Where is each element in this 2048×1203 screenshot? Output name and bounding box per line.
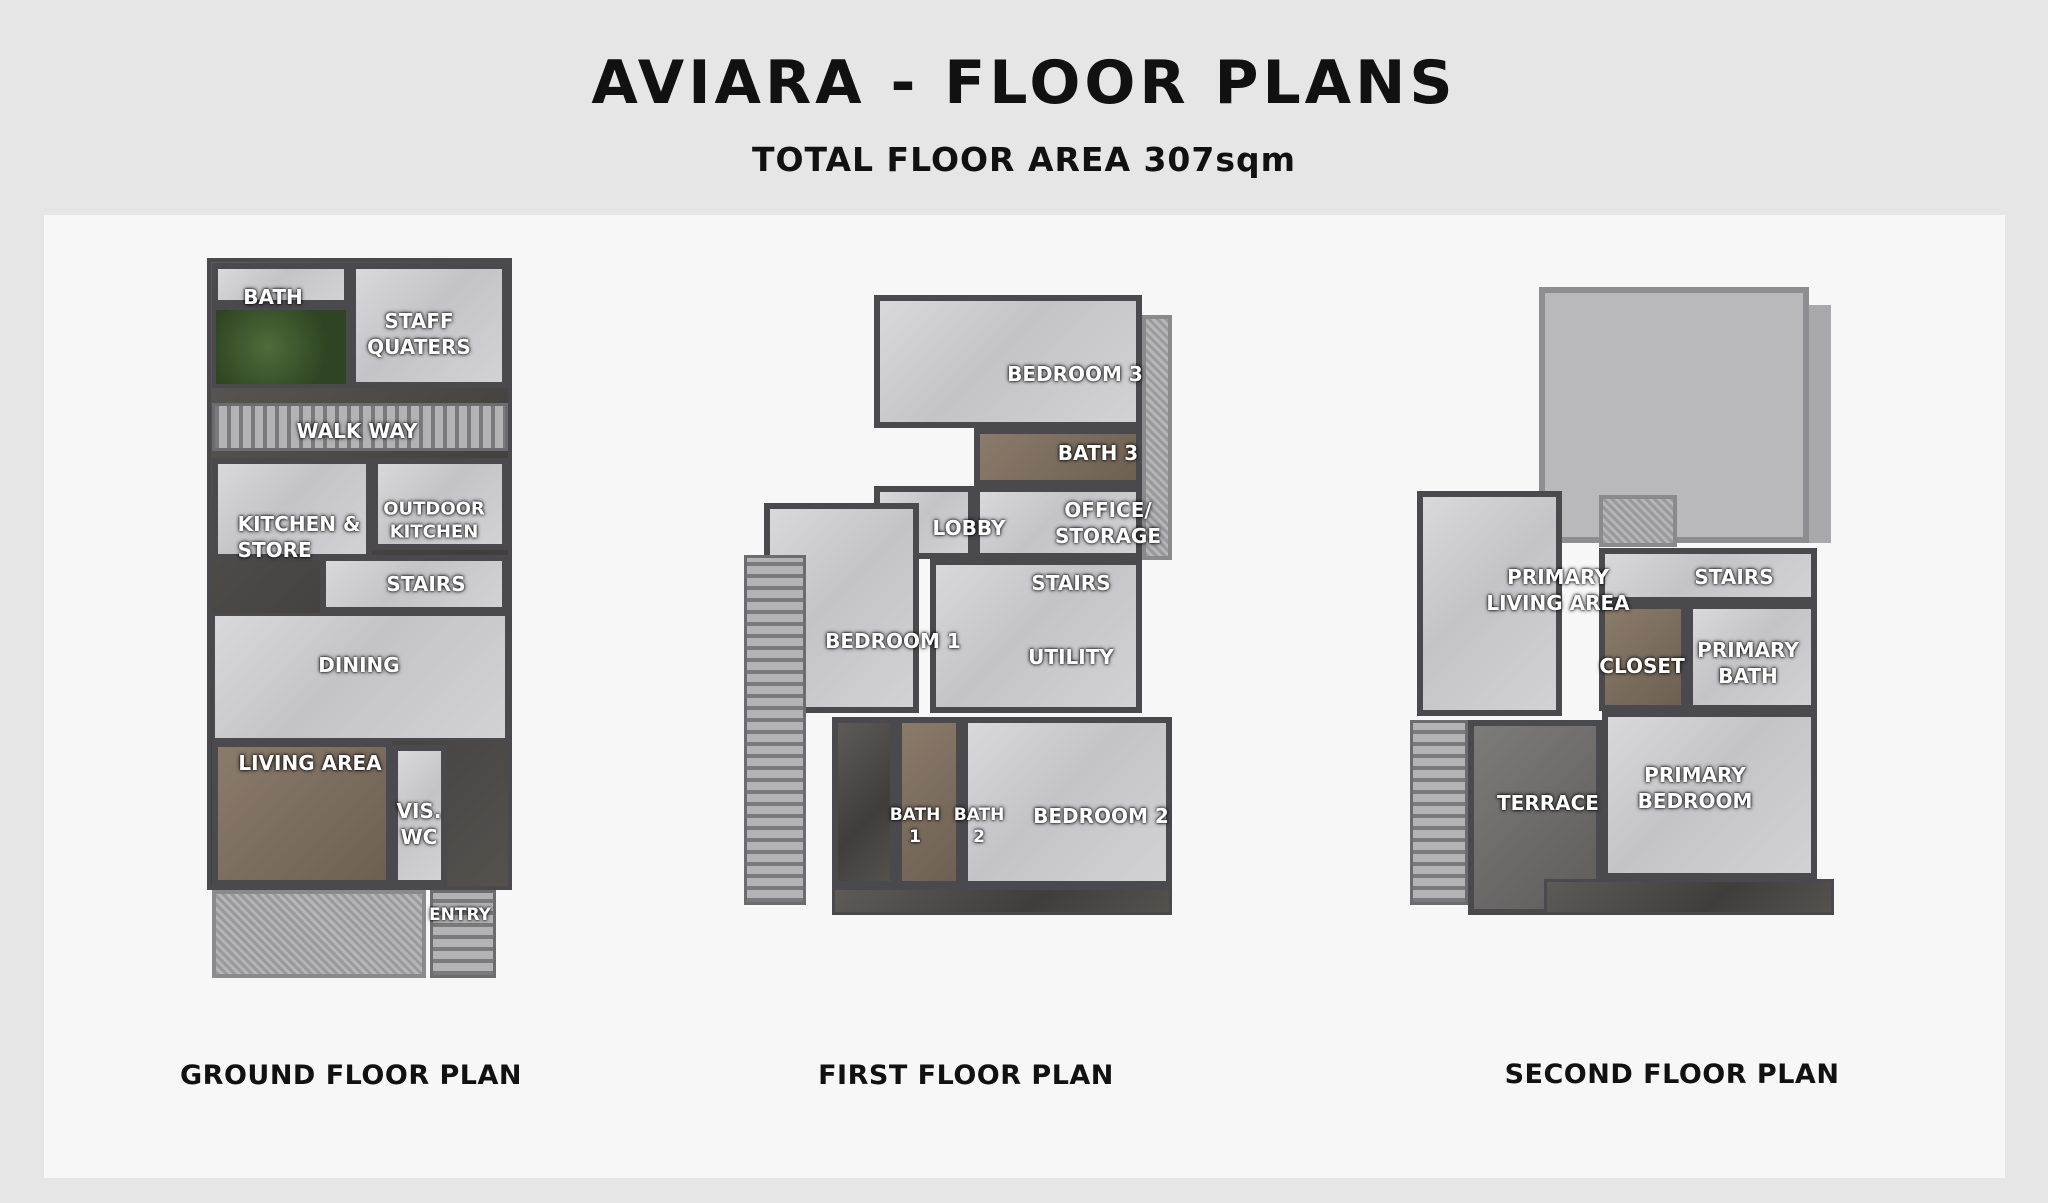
label-stairs-first: STAIRS	[1031, 571, 1111, 595]
roof-slab-shadow	[1809, 305, 1831, 543]
label-bath-2: BATH 2	[953, 804, 1005, 847]
room-staff-quarters	[350, 263, 508, 388]
room-walkway	[212, 403, 508, 451]
label-vis-wc: VIS. WC	[396, 799, 442, 849]
label-bedroom-1: BEDROOM 1	[825, 629, 961, 653]
label-terrace: TERRACE	[1497, 791, 1599, 815]
room-bath	[212, 263, 350, 306]
label-stairs-second: STAIRS	[1694, 565, 1774, 589]
ground-floor-plan: BATH STAFF QUATERS WALK WAY KITCHEN & ST…	[44, 215, 644, 1178]
plans-panel: BATH STAFF QUATERS WALK WAY KITCHEN & ST…	[44, 215, 2005, 1178]
room-bath-3	[974, 428, 1142, 486]
room-primary-living-area	[1417, 491, 1562, 716]
first-floor-balcony	[832, 887, 1172, 915]
room-vis-wc	[392, 745, 447, 886]
label-bath-1: BATH 1	[889, 804, 941, 847]
label-primary-living-area: PRIMARY LIVING AREA	[1486, 565, 1630, 615]
label-lobby: LOBBY	[932, 516, 1006, 540]
label-office-storage: OFFICE/ STORAGE	[1054, 498, 1162, 548]
caption-second-floor: SECOND FLOOR PLAN	[1504, 1059, 1840, 1090]
room-closet	[1599, 603, 1687, 711]
label-bath-3: BATH 3	[1057, 441, 1139, 465]
room-living-area	[212, 741, 392, 886]
label-living-area: LIVING AREA	[238, 751, 382, 775]
room-primary-bath	[1687, 603, 1817, 711]
room-dining	[212, 613, 508, 741]
room-bath-2	[896, 717, 962, 887]
label-kitchen-store: KITCHEN & STORE	[237, 512, 361, 562]
label-walkway: WALK WAY	[296, 419, 418, 443]
second-floor-side-steps	[1410, 720, 1468, 905]
room-stairs-second	[1599, 548, 1817, 603]
label-dining: DINING	[318, 653, 400, 677]
page-title: AVIARA - FLOOR PLANS	[591, 48, 1457, 118]
first-floor-side-steps	[744, 555, 806, 905]
first-floor-planter	[1142, 315, 1172, 560]
label-stairs: STAIRS	[386, 572, 466, 596]
label-bedroom-2: BEDROOM 2	[1033, 804, 1169, 828]
label-closet: CLOSET	[1599, 654, 1685, 678]
room-bath-1	[832, 717, 896, 887]
garden-planter	[212, 306, 350, 388]
second-floor-planter	[1599, 495, 1677, 547]
room-stairs	[320, 555, 508, 613]
room-bedroom-2	[962, 717, 1172, 887]
second-floor-plan: PRIMARY LIVING AREA STAIRS CLOSET PRIMAR…	[44, 215, 2005, 1178]
label-utility: UTILITY	[1028, 645, 1114, 669]
second-floor-balcony	[1544, 879, 1834, 915]
label-outdoor-kitchen: OUTDOOR KITCHEN	[383, 498, 485, 543]
room-outdoor-kitchen	[372, 458, 508, 550]
caption-ground-floor: GROUND FLOOR PLAN	[179, 1060, 523, 1091]
label-bath: BATH	[243, 285, 303, 309]
room-primary-bedroom	[1602, 711, 1817, 879]
room-office-storage	[974, 486, 1142, 559]
room-kitchen-store	[212, 458, 372, 560]
caption-first-floor: FIRST FLOOR PLAN	[818, 1060, 1114, 1091]
label-primary-bedroom: PRIMARY BEDROOM	[1637, 763, 1753, 813]
label-bedroom-3: BEDROOM 3	[1007, 362, 1143, 386]
room-stairs-first	[930, 559, 1142, 713]
front-yard-gravel	[212, 890, 426, 978]
label-primary-bath: PRIMARY BATH	[1697, 638, 1799, 688]
label-entry: ENTRY	[429, 904, 491, 925]
room-entry	[430, 890, 496, 978]
total-area-subtitle: TOTAL FLOOR AREA 307sqm	[751, 140, 1297, 179]
first-floor-plan: BEDROOM 3 BATH 3 LOBBY OFFICE/ STORAGE S…	[44, 215, 2005, 1178]
label-staff-quarters: STAFF QUATERS	[367, 309, 471, 359]
room-bedroom-3	[874, 295, 1142, 428]
